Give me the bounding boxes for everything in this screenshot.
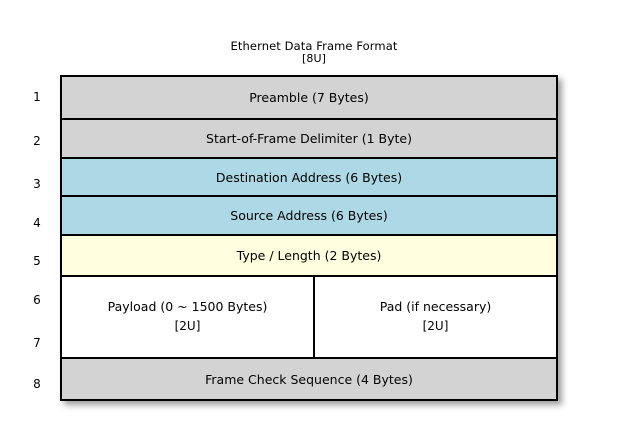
row-index-8: 8 — [33, 377, 41, 391]
row-index-4: 4 — [33, 216, 41, 230]
row-index-3: 3 — [33, 177, 41, 191]
frame-field-pad: Pad (if necessary) [2U] — [315, 277, 556, 357]
frame-field-source-address: Source Address (6 Bytes) — [62, 197, 556, 236]
frame-field-label: Destination Address (6 Bytes) — [215, 169, 403, 185]
frame-field-label: Start-of-Frame Delimiter (1 Byte) — [206, 131, 412, 146]
frame-field-payload: Payload (0 ~ 1500 Bytes) [2U] — [62, 277, 315, 357]
frame-field-preamble: Preamble (7 Bytes) — [62, 77, 556, 120]
row-index-7: 7 — [33, 336, 41, 350]
frame-field-annotation: [2U] — [174, 319, 201, 334]
frame-field-label: Type / Length (2 Bytes) — [236, 248, 382, 263]
frame-field-label: Payload (0 ~ 1500 Bytes) — [107, 298, 268, 314]
frame-field-payload-pad-row: Payload (0 ~ 1500 Bytes) [2U] Pad (if ne… — [62, 277, 556, 359]
ethernet-frame-table: Preamble (7 Bytes) Start-of-Frame Delimi… — [60, 75, 558, 401]
frame-field-label: Pad (if necessary) — [379, 298, 492, 314]
frame-field-destination-address: Destination Address (6 Bytes) — [62, 159, 556, 197]
page-title: Ethernet Data Frame Format — [230, 39, 398, 53]
frame-field-annotation: [2U] — [422, 319, 449, 334]
row-index-2: 2 — [33, 134, 41, 148]
frame-field-label: Frame Check Sequence (4 Bytes) — [205, 371, 413, 387]
frame-field-label: Preamble (7 Bytes) — [249, 90, 369, 105]
frame-field-label: Source Address (6 Bytes) — [230, 208, 388, 223]
title-block: Ethernet Data Frame Format [8U] — [0, 39, 628, 66]
diagram-subtitle: [8U] — [301, 52, 327, 66]
row-index-1: 1 — [33, 90, 41, 104]
frame-field-type-length: Type / Length (2 Bytes) — [62, 236, 556, 277]
row-index-gutter: 1 2 3 4 5 6 7 8 — [18, 75, 56, 401]
frame-field-start-of-frame-delimiter: Start-of-Frame Delimiter (1 Byte) — [62, 120, 556, 159]
frame-field-frame-check-sequence: Frame Check Sequence (4 Bytes) — [62, 359, 556, 399]
row-index-5: 5 — [33, 254, 41, 268]
row-index-6: 6 — [33, 293, 41, 307]
